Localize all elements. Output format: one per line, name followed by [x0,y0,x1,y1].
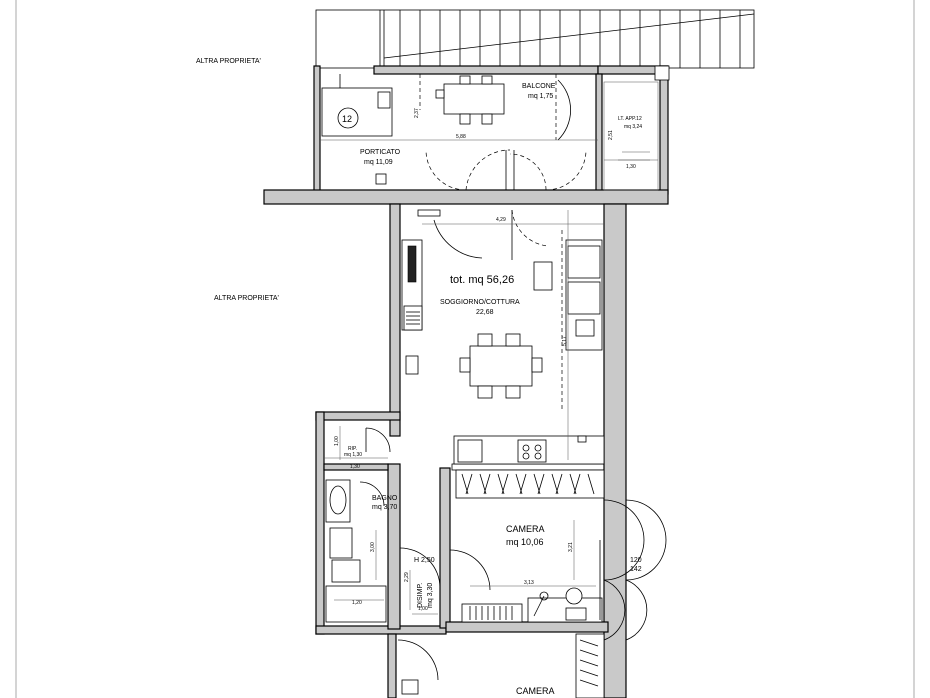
dim-1-20: 1,20 [352,600,362,606]
label-bagno: BAGNO [372,495,398,502]
dim-2-51: 2,51 [608,130,614,140]
porticato-details [321,74,659,191]
walls [263,65,670,698]
label-disimp: DISIMP. [417,583,424,608]
label-bagno-area: mq 3,70 [372,504,397,511]
label-rip: RIP. [348,446,357,452]
label-soggiorno: SOGGIORNO/COTTURA [440,299,520,306]
dim-3-00: 3,00 [370,542,376,552]
staircase [315,9,755,69]
service-rooms [324,427,491,695]
label-porticato-area: mq 11,09 [364,159,393,166]
dim-3-13: 3,13 [524,580,534,586]
living-furniture [401,209,605,465]
dim-1-30-rip: 1,30 [350,464,360,470]
dim-1-30-lt: 1,30 [626,164,636,170]
label-lt-app: LT. APP.12 [618,116,642,122]
dimension-lines [320,139,650,615]
label-unit-number: 12 [342,114,352,124]
camera-furniture [455,469,667,698]
label-window-height-bottom: 142 [630,566,642,573]
dim-3-21: 3,21 [568,542,574,552]
label-altra-proprieta-top: ALTRA PROPRIETA' [196,58,261,65]
label-balcone: BALCONE [522,83,556,90]
dim-5-88: 5,88 [456,134,466,140]
label-soggiorno-area: 22,68 [476,309,494,316]
label-balcone-area: mq 1,75 [528,93,553,100]
dim-1-00-disimp: 1,00 [418,606,428,612]
dim-4-29: 4,29 [496,217,506,223]
label-window-height-top: 120 [630,557,642,564]
dim-1-00-rip: 1,00 [334,436,340,446]
label-porticato: PORTICATO [360,149,401,156]
label-camera-1: CAMERA [506,524,545,534]
dim-5-17: 5,17 [562,336,568,346]
label-camera-1-area: mq 10,06 [506,537,544,547]
dim-2-37: 2,37 [414,108,420,118]
label-altra-proprieta-mid: ALTRA PROPRIETA' [214,295,279,302]
label-rip-area: mq 1,30 [344,452,362,458]
dim-2-29: 2,29 [404,572,410,582]
label-total-area: tot. mq 56,26 [450,274,514,286]
label-camera-2: CAMERA [516,686,555,696]
label-height: H 2,50 [414,557,435,564]
label-lt-app-area: mq 3,24 [624,124,642,130]
label-disimp-area: mq 3,30 [427,583,434,608]
